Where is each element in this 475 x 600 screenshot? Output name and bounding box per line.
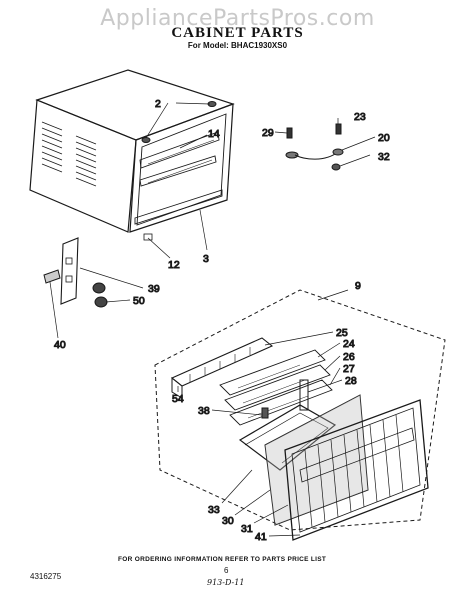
callout-26: 26 — [343, 351, 355, 363]
callout-39: 39 — [148, 283, 160, 295]
front-grille-drawing — [284, 399, 429, 541]
document-number: 4316275 — [30, 572, 62, 581]
callout-25: 25 — [336, 327, 348, 339]
small-part-drawing — [261, 407, 269, 419]
leader-lines — [49, 102, 376, 537]
callout-50: 50 — [133, 295, 145, 307]
callout-31: 31 — [241, 523, 253, 535]
callout-labels: 2 14 3 12 23 29 20 32 39 50 40 9 25 24 2… — [54, 98, 391, 544]
callout-20: 20 — [378, 132, 390, 144]
callout-38: 38 — [198, 405, 210, 417]
callout-30: 30 — [222, 515, 234, 527]
callout-14: 14 — [208, 128, 220, 140]
callout-9: 9 — [355, 280, 361, 292]
date-mark: 913-D-11 — [207, 578, 245, 587]
watermark: AppliancePartsPros.com — [100, 6, 375, 31]
callout-24: 24 — [343, 338, 355, 350]
page-title: CABINET PARTS — [171, 25, 304, 41]
ordering-note: FOR ORDERING INFORMATION REFER TO PARTS … — [118, 556, 327, 563]
strap-hardware-drawing — [285, 123, 344, 171]
callout-23: 23 — [354, 111, 366, 123]
page-number: 6 — [224, 566, 229, 575]
callout-28: 28 — [345, 375, 357, 387]
callout-32: 32 — [378, 151, 390, 163]
bracket-drawing — [43, 237, 108, 308]
callout-3: 3 — [203, 253, 209, 265]
callout-2: 2 — [155, 98, 161, 110]
louver-drawing — [219, 349, 333, 426]
post-drawing — [299, 379, 309, 411]
filter-pad-drawing — [264, 394, 369, 526]
cabinet-drawing — [29, 69, 235, 241]
callout-27: 27 — [343, 363, 355, 375]
model-line: For Model: BHAC1930XS0 — [187, 41, 288, 50]
assembly-outline — [154, 289, 446, 531]
callout-54: 54 — [172, 393, 184, 405]
callout-29: 29 — [262, 127, 274, 139]
callout-41: 41 — [255, 531, 267, 543]
callout-40: 40 — [54, 339, 66, 351]
callout-12: 12 — [168, 259, 180, 271]
side-bracket-drawing — [170, 337, 274, 399]
callout-33: 33 — [208, 504, 220, 516]
